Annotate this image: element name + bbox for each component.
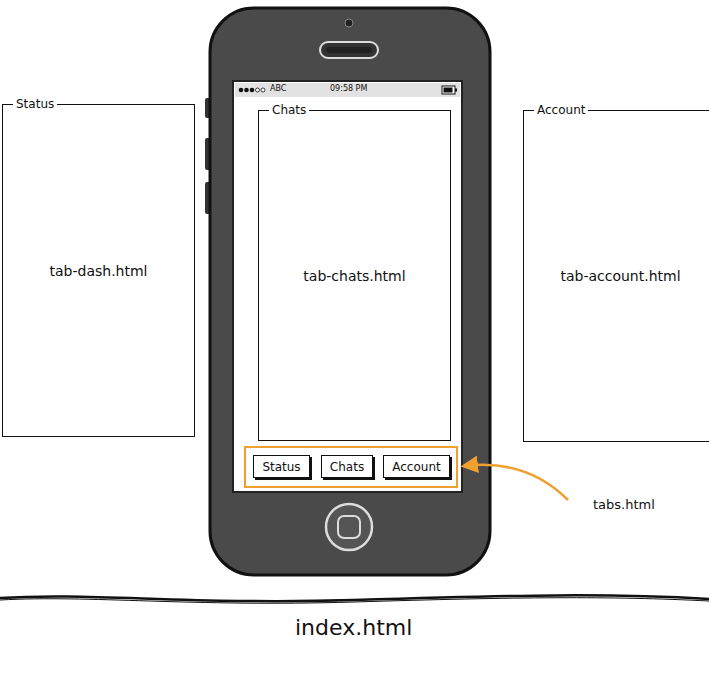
callout-label: tabs.html: [593, 497, 655, 513]
camera: [345, 19, 353, 27]
panel-heading: Account: [534, 102, 588, 118]
file-name: tab-chats.html: [259, 267, 450, 285]
tab-bar: Status Chats Account: [244, 446, 458, 488]
page-panel: Statustab-dash.html: [2, 104, 195, 437]
status-bar-text: ABC: [270, 84, 286, 94]
button-label: Account: [392, 460, 440, 474]
phone-screen: [233, 81, 462, 492]
status-bar: [235, 83, 460, 97]
panel-heading: Status: [13, 96, 57, 112]
page-caption: index.html: [295, 614, 412, 642]
signal-dots: [239, 88, 265, 93]
callout-arrow: [464, 465, 568, 500]
file-name: tab-dash.html: [3, 262, 194, 280]
panel-heading: Chats: [269, 102, 309, 118]
tab-button: Chats: [321, 455, 373, 478]
status-bar-text: 09:58 PM: [330, 84, 367, 94]
file-name: tab-account.html: [524, 267, 709, 285]
battery-icon: [442, 86, 457, 94]
wavy-line: [0, 598, 709, 604]
phone-body: [210, 8, 490, 575]
button-label: Status: [262, 460, 300, 474]
home-button: [326, 504, 372, 550]
page-panel: Chatstab-chats.html: [258, 110, 451, 441]
tab-button: Status: [253, 455, 310, 478]
speaker-slot: [326, 47, 372, 53]
tab-button: Account: [383, 455, 450, 478]
home-button-icon: [338, 516, 360, 538]
button-label: Chats: [330, 460, 364, 474]
speaker: [320, 42, 378, 58]
page-panel: Accounttab-account.html: [523, 110, 709, 442]
